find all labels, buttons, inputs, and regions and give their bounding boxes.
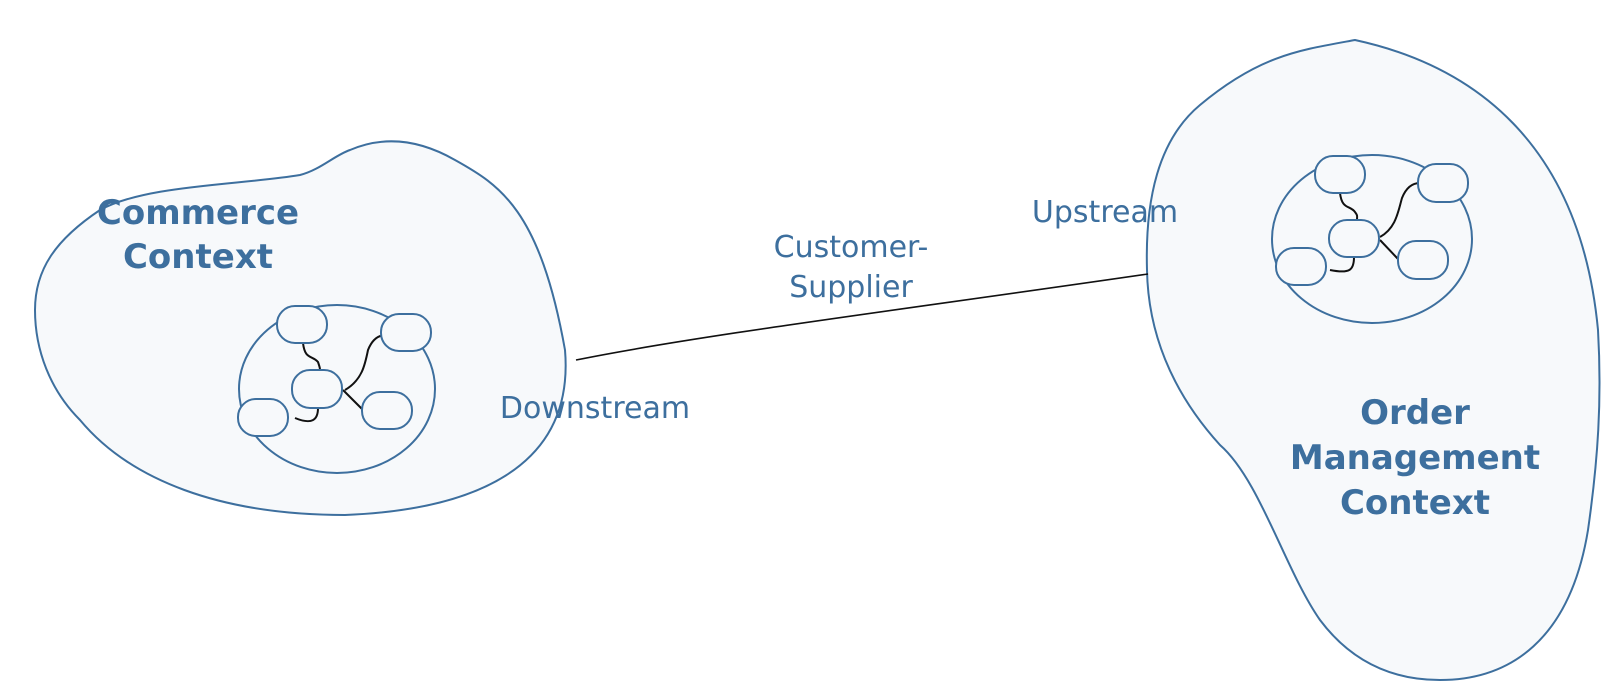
order-domain-model xyxy=(1271,154,1473,324)
order-association-line xyxy=(1379,182,1421,238)
commerce-association-line xyxy=(344,334,387,391)
order-context-title: Context xyxy=(1340,483,1490,523)
commerce-entity-node xyxy=(276,305,328,344)
downstream-label: Downstream xyxy=(500,391,690,426)
commerce-aggregate-boundary xyxy=(238,304,436,474)
commerce-entity-node xyxy=(291,369,343,409)
order-context-title: Order xyxy=(1360,393,1470,433)
commerce-entity-node xyxy=(237,398,289,437)
commerce-entity-node xyxy=(380,313,432,352)
commerce-context-title: Context xyxy=(123,237,273,277)
commerce-association-line xyxy=(294,407,319,423)
order-management-context[interactable]: Order Management Context xyxy=(1145,38,1601,682)
relationship-type-label: Supplier xyxy=(789,270,913,305)
commerce-association-line xyxy=(342,389,364,411)
order-association-line xyxy=(1329,256,1355,273)
order-entity-node xyxy=(1314,155,1366,194)
commerce-context-title: Commerce xyxy=(97,193,299,233)
order-entity-node xyxy=(1397,240,1449,280)
relationship-type-label: Customer- xyxy=(774,230,929,265)
order-context-title: Management xyxy=(1290,438,1540,478)
order-association-line xyxy=(1339,192,1359,221)
upstream-label: Upstream xyxy=(1032,195,1178,230)
order-entity-node xyxy=(1275,247,1327,286)
order-aggregate-boundary xyxy=(1271,154,1473,324)
order-association-line xyxy=(1379,239,1399,260)
order-entity-node xyxy=(1328,219,1380,258)
order-entity-node xyxy=(1417,163,1469,203)
commerce-entity-node xyxy=(361,391,413,430)
order-management-context-boundary xyxy=(1145,38,1601,682)
customer-supplier-relationship[interactable]: Customer- Supplier Downstream Upstream xyxy=(500,195,1178,426)
commerce-context[interactable]: Commerce Context xyxy=(33,140,567,517)
relationship-line xyxy=(575,273,1149,361)
commerce-domain-model xyxy=(237,304,436,474)
